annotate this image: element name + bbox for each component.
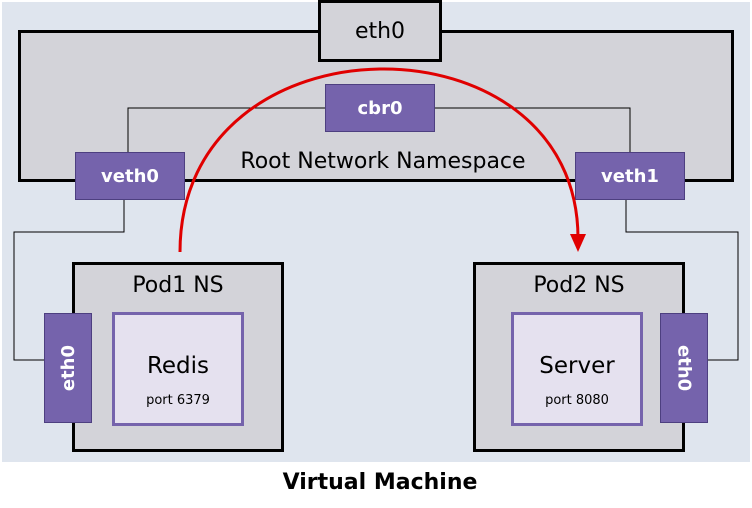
veth1-label: veth1 [601, 165, 659, 187]
pod2-title: Pod2 NS [533, 273, 625, 298]
host-eth0-interface: eth0 [318, 0, 442, 62]
root-namespace-label: Root Network Namespace [240, 149, 526, 174]
wire-veth1-pod2-eth0 [625, 200, 739, 361]
veth0-label: veth0 [101, 165, 159, 187]
pod1-app-name: Redis [146, 353, 210, 379]
veth0-interface: veth0 [75, 152, 185, 200]
traffic-arrow-path [178, 67, 580, 253]
wire-cbr0-veth1 [435, 107, 631, 152]
bridge-label: cbr0 [357, 97, 403, 119]
pod2-container: Server port 8080 [511, 312, 643, 426]
pod1-app-port: port 6379 [146, 393, 210, 408]
bridge-cbr0: cbr0 [325, 84, 435, 132]
wire-cbr0-veth0 [127, 107, 325, 152]
pod1-container: Redis port 6379 [112, 312, 244, 426]
wire-veth0-pod1-eth0 [13, 200, 125, 361]
traffic-arrow-head [570, 234, 586, 252]
pod2-app-name: Server [539, 353, 615, 379]
pod2-eth0-label: eth0 [673, 344, 695, 392]
pod1-eth0-interface: eth0 [44, 313, 92, 423]
veth1-interface: veth1 [575, 152, 685, 200]
host-eth0-label: eth0 [354, 18, 406, 44]
pod2-app-port: port 8080 [545, 393, 609, 408]
pod1-title: Pod1 NS [132, 273, 224, 298]
pod2-eth0-interface: eth0 [660, 313, 708, 423]
virtual-machine-label: Virtual Machine [282, 470, 478, 495]
